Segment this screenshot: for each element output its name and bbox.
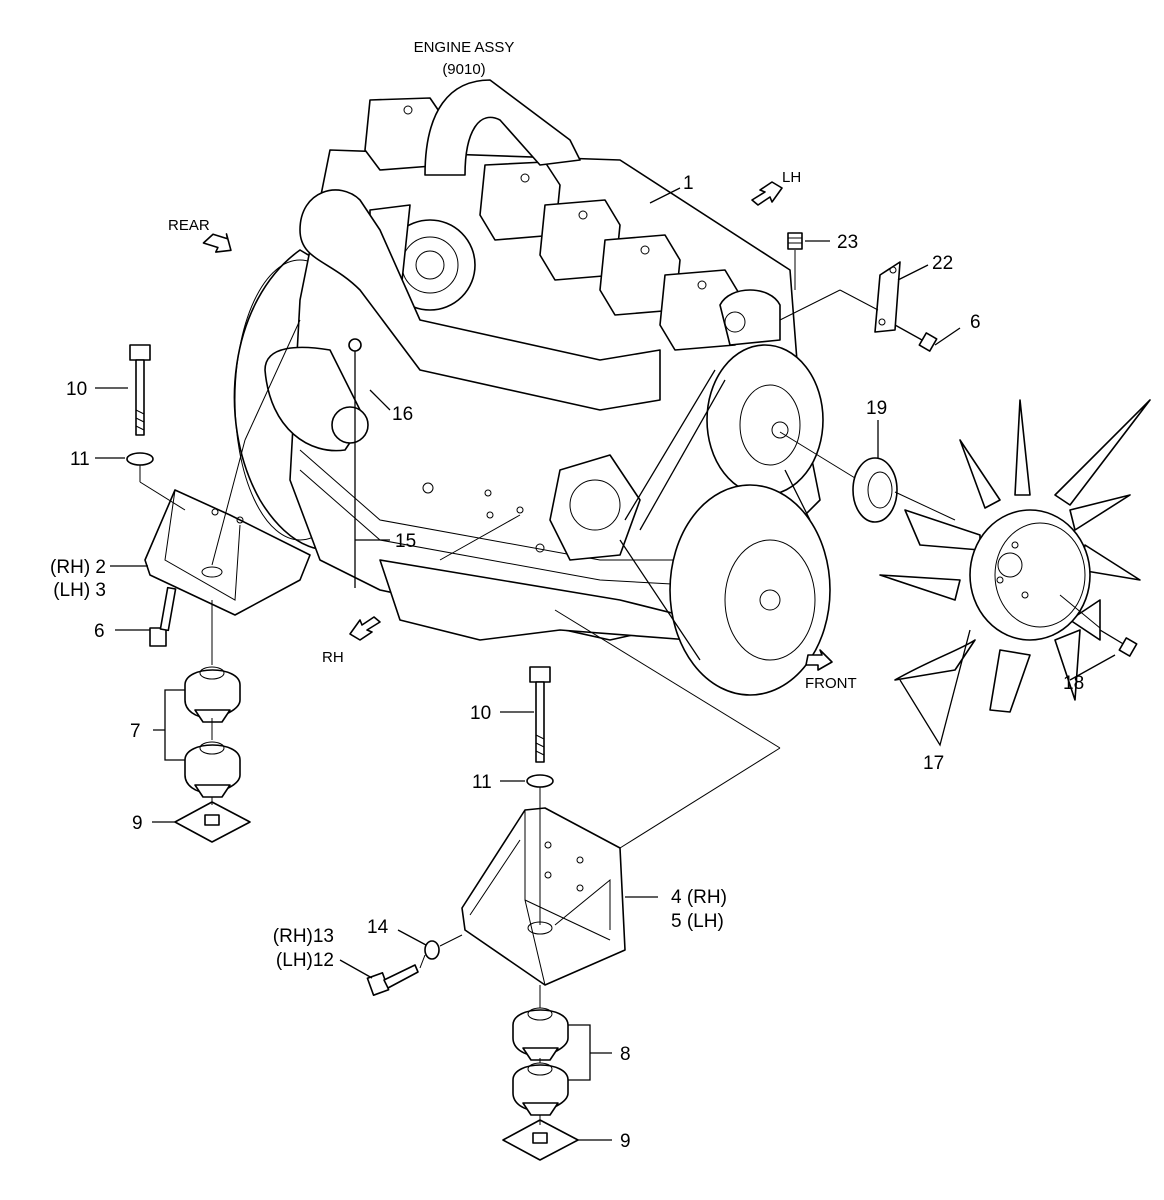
engine-assembly <box>233 79 831 696</box>
bracket-4-5 <box>461 807 626 986</box>
bolt-10-right <box>529 666 551 763</box>
label-rear: REAR <box>168 217 210 234</box>
callout-13: (RH)13 <box>273 926 334 947</box>
callout-3: (LH) 3 <box>53 580 106 601</box>
callout-11-left: 11 <box>70 449 90 470</box>
label-front: FRONT <box>805 675 857 692</box>
plug-23 <box>787 232 803 250</box>
title-line-1: ENGINE ASSY <box>414 39 515 56</box>
callout-4: 4 (RH) <box>671 887 727 908</box>
callout-14: 14 <box>367 917 389 938</box>
arrow-front: FRONT <box>805 649 857 692</box>
callout-6-upper: 6 <box>970 312 981 333</box>
callout-22: 22 <box>932 253 953 274</box>
arrow-rh: RH <box>322 616 381 666</box>
bolt-6-lower <box>149 586 177 647</box>
callout-labels: 1 23 22 6 10 16 19 11 15 (RH) 2 (LH) 3 6… <box>50 173 1084 1152</box>
callout-10-right: 10 <box>470 703 491 724</box>
plate-9-right <box>502 1119 579 1161</box>
callout-9-right: 9 <box>620 1131 631 1152</box>
pulleys-and-belt <box>619 344 831 696</box>
leader-lines <box>95 187 1116 1141</box>
callout-10-left: 10 <box>66 379 87 400</box>
washer-11-right <box>526 774 554 788</box>
callout-8: 8 <box>620 1044 631 1065</box>
bolt-10-left <box>129 344 151 436</box>
callout-11-right: 11 <box>472 772 492 793</box>
label-rh: RH <box>322 649 344 666</box>
callout-7: 7 <box>130 721 141 742</box>
arrow-lh: LH <box>751 169 801 206</box>
callout-23: 23 <box>837 232 858 253</box>
cooling-fan <box>879 399 1151 713</box>
washer-14 <box>424 940 440 960</box>
washer-11-left <box>126 452 154 466</box>
callout-2: (RH) 2 <box>50 557 106 578</box>
assembly-lines <box>139 250 1101 1125</box>
rocker-covers <box>364 97 741 351</box>
title-line-2: (9010) <box>442 61 485 78</box>
callout-6-lower: 6 <box>94 621 105 642</box>
callout-19: 19 <box>866 398 887 419</box>
callout-12: (LH)12 <box>276 950 334 971</box>
bolt-18 <box>1099 629 1138 657</box>
dipstick <box>348 338 362 588</box>
oil-seal <box>852 457 898 523</box>
label-lh: LH <box>782 169 801 186</box>
callout-16: 16 <box>392 404 413 425</box>
bolt-12-13 <box>366 964 419 996</box>
callout-9-left: 9 <box>132 813 143 834</box>
callout-1: 1 <box>683 173 694 194</box>
bolt-6-upper <box>894 324 938 352</box>
callout-18: 18 <box>1063 673 1084 694</box>
plate-9-left <box>174 801 251 843</box>
callout-17: 17 <box>923 753 944 774</box>
arrow-rear: REAR <box>168 217 232 253</box>
callout-15: 15 <box>395 531 416 552</box>
alternator <box>549 454 641 561</box>
callout-5: 5 (LH) <box>671 911 724 932</box>
bracket-2-3 <box>144 489 311 616</box>
bracket-22 <box>874 261 901 333</box>
starter-motor <box>264 346 369 452</box>
mount-7 <box>184 666 241 798</box>
